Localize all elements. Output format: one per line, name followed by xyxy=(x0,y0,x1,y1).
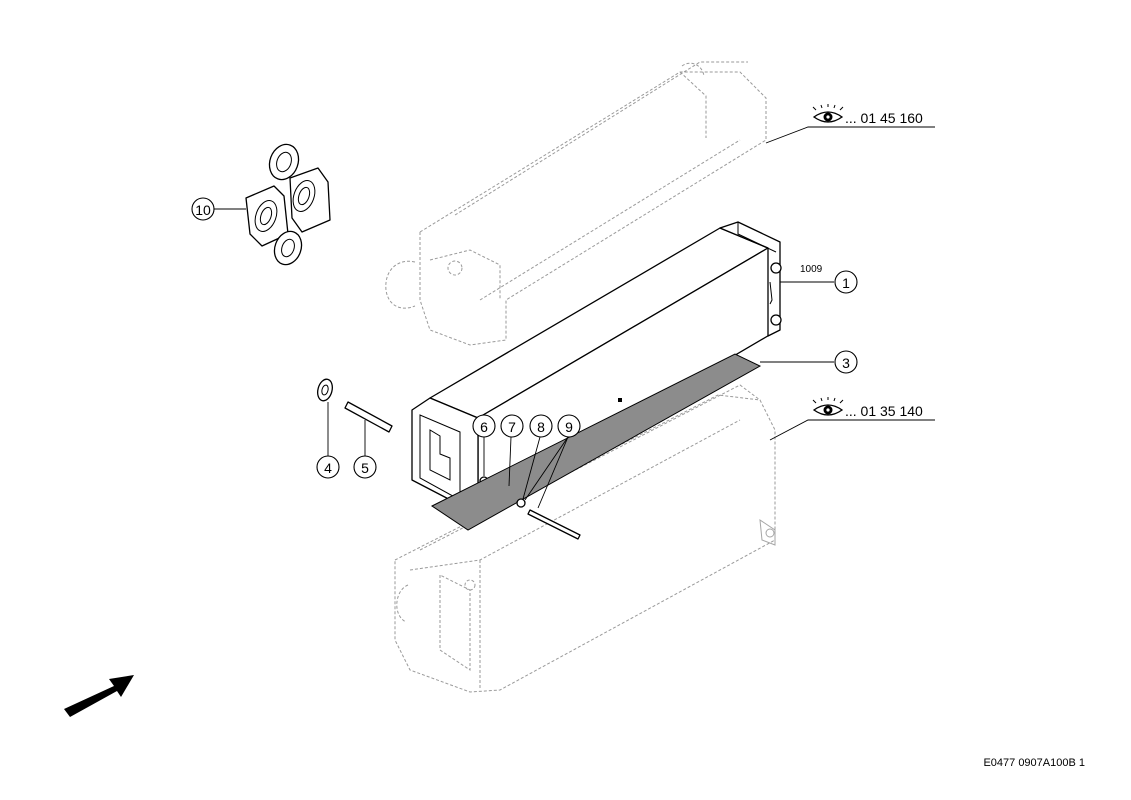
upper-reference-label: ... 01 45 160 xyxy=(845,110,923,126)
washer-part xyxy=(317,378,333,402)
callout-10-label: 10 xyxy=(195,202,211,218)
leader-lines xyxy=(214,126,935,509)
upper-ghost-cooler xyxy=(385,61,767,346)
callout-6: 6 xyxy=(472,414,496,438)
eye-icon xyxy=(812,104,844,123)
arrow-icon xyxy=(64,675,134,717)
callout-9: 9 xyxy=(557,414,581,438)
lower-reference-link[interactable]: ... 01 35 140 xyxy=(812,397,923,419)
callout-4: 4 xyxy=(316,455,340,479)
callout-7: 7 xyxy=(500,414,524,438)
footer-code: E0477 0907A100B 1 xyxy=(983,757,1085,769)
callout-8: 8 xyxy=(529,414,553,438)
seal-rings xyxy=(245,143,331,266)
callout-4-label: 4 xyxy=(324,460,332,476)
callout-7-label: 7 xyxy=(508,419,516,435)
intercooler-core xyxy=(411,221,782,507)
callout-6-label: 6 xyxy=(480,419,488,435)
callout-8-label: 8 xyxy=(537,419,545,435)
callout-3: 3 xyxy=(834,350,858,374)
callout-9-label: 9 xyxy=(565,419,573,435)
lower-reference-label: ... 01 35 140 xyxy=(845,403,923,419)
screw-part xyxy=(527,509,581,540)
part-code-label: 1009 xyxy=(800,264,823,275)
callout-5-label: 5 xyxy=(361,460,369,476)
callout-1-label: 1 xyxy=(842,275,850,291)
gasket-seal xyxy=(431,353,762,531)
eye-icon xyxy=(812,397,844,416)
upper-reference-link[interactable]: ... 01 45 160 xyxy=(812,104,923,126)
washer-small-part xyxy=(516,498,526,508)
callout-5: 5 xyxy=(353,455,377,479)
callout-3-label: 3 xyxy=(842,355,850,371)
callout-10: 10 xyxy=(191,197,215,221)
callout-1: 1 xyxy=(834,270,858,294)
pin-part xyxy=(344,401,393,433)
